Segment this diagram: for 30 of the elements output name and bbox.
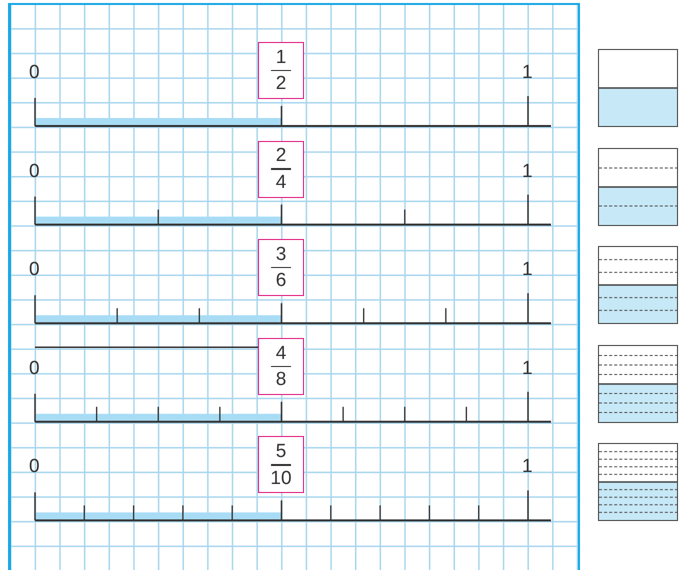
fraction-bar-model (598, 344, 678, 423)
tick-label: 1 (522, 63, 533, 83)
denominator: 6 (276, 270, 286, 292)
fraction-box (258, 338, 304, 395)
denominator: 4 (276, 172, 286, 193)
numerator: 2 (276, 145, 286, 166)
fraction-box (258, 140, 304, 198)
tick-label: 1 (522, 162, 533, 182)
tick-label: 0 (29, 457, 40, 478)
fraction-box (258, 436, 304, 494)
tick-label: 0 (29, 358, 40, 379)
tick-label: 1 (522, 358, 533, 379)
denominator: 10 (270, 468, 292, 489)
tick-label: 1 (522, 457, 533, 478)
denominator: 8 (276, 369, 286, 390)
tick-label: 0 (29, 162, 40, 182)
tick-label: 0 (29, 260, 40, 280)
fraction-bar-model (598, 148, 678, 226)
fraction-bar-model (598, 49, 678, 127)
numerator: 1 (276, 46, 286, 68)
fraction-box (258, 239, 304, 296)
numerator: 3 (276, 244, 286, 265)
fraction-bar-model (598, 443, 678, 522)
fraction-bar-model (598, 246, 678, 324)
denominator: 2 (276, 73, 286, 94)
fraction-box (258, 42, 304, 99)
numerator: 4 (276, 342, 286, 364)
tick-label: 1 (522, 260, 533, 280)
numerator: 5 (276, 441, 286, 462)
tick-label: 0 (29, 63, 40, 83)
